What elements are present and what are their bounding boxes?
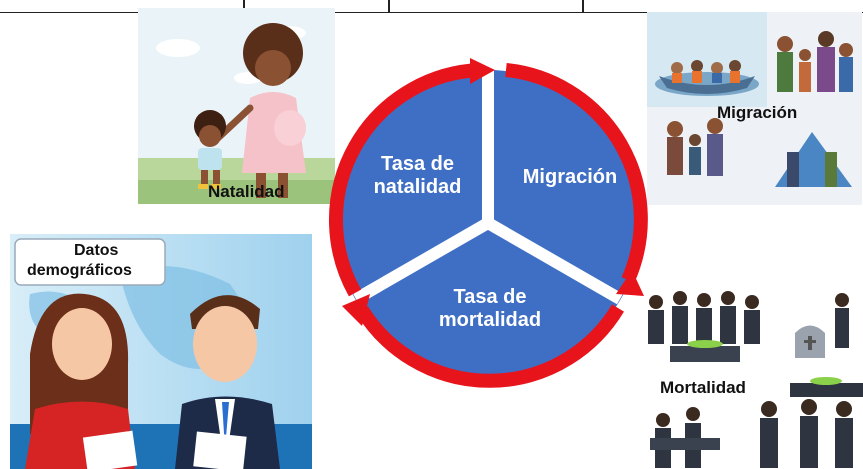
table-divider [388, 0, 390, 12]
arrow-head-left [342, 294, 370, 326]
segment-natalidad: Tasa de natalidad [355, 153, 480, 199]
news-illustration: Datos demográficos [10, 234, 312, 469]
arrow-head-right [616, 270, 644, 296]
mortalidad-label: Mortalidad [660, 378, 746, 397]
cycle-dividers [353, 70, 623, 305]
mortalidad-illustration: Mortalidad [640, 288, 863, 469]
table-divider [582, 0, 584, 12]
segment-mortalidad-line2: mortalidad [438, 309, 542, 331]
arrow-head-top [470, 58, 495, 84]
arrow-right [505, 63, 648, 283]
migracion-illustration: Migración [647, 12, 862, 205]
table-border-top [0, 0, 863, 13]
datos-label-line2: demográficos [27, 262, 132, 279]
table-divider [243, 0, 245, 12]
segment-natalidad-line1: Tasa de [381, 153, 454, 175]
segment-migracion: Migración [522, 166, 618, 188]
arrow-left [329, 63, 481, 297]
cycle-arrows [329, 63, 648, 388]
demographic-cycle-diagram: Tasa de natalidad Migración Tasa de mort… [310, 58, 665, 388]
segment-mortalidad-line1: Tasa de [453, 286, 527, 308]
natalidad-illustration: Natalidad [138, 8, 335, 204]
arrow-bottom [356, 304, 624, 388]
segment-natalidad-line2: natalidad [373, 176, 462, 198]
arrow-heads [342, 58, 644, 326]
segment-mortalidad: Tasa de mortalidad [420, 286, 560, 332]
datos-label-line1: Datos [74, 242, 119, 259]
migracion-label: Migración [717, 103, 798, 122]
natalidad-label: Natalidad [208, 182, 285, 201]
